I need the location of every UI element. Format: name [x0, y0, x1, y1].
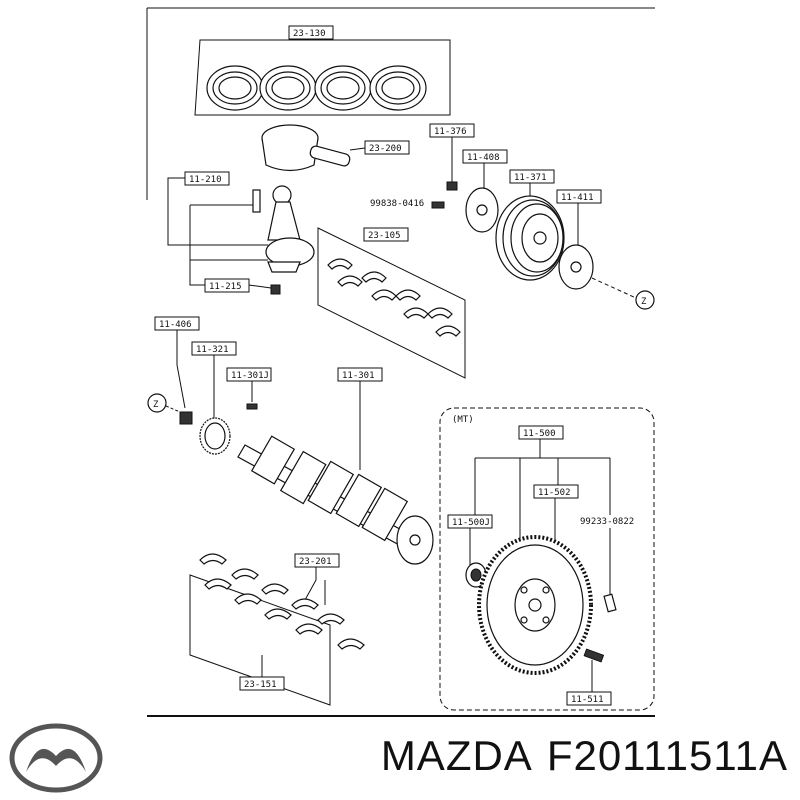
label-box-11-502	[533, 484, 579, 499]
label-box-23-105	[363, 227, 409, 242]
flywheel-bolt	[583, 648, 605, 663]
label-box-11-411	[556, 189, 602, 204]
label-box-11-511	[566, 691, 612, 706]
timing-gear	[199, 417, 231, 455]
crank-pulley	[495, 195, 565, 281]
pilot-bearing	[465, 562, 487, 588]
label-box-11-301j	[226, 367, 272, 382]
dowel-pin	[603, 593, 617, 613]
label-box-11-371	[509, 169, 555, 184]
label-23-200: 23-200	[369, 144, 402, 154]
label-11-376: 11-376	[434, 127, 467, 137]
label-11-411: 11-411	[561, 193, 594, 203]
part-number-caption: MAZDA F20111511A	[381, 732, 788, 780]
gear-bolt	[179, 411, 193, 425]
label-box-11-408	[462, 149, 508, 164]
connecting-rod	[252, 185, 315, 295]
label-11-408: 11-408	[467, 153, 500, 163]
ref-z-right: Z	[641, 297, 647, 307]
label-23-105: 23-105	[368, 231, 401, 241]
label-11-301j: 11-301J	[231, 371, 269, 381]
label-11-321: 11-321	[196, 345, 229, 355]
label-11-210: 11-210	[189, 175, 222, 185]
ref-circle-z-left	[147, 393, 167, 413]
label-11-500j: 11-500J	[452, 518, 490, 528]
ref-circle-z-right	[635, 290, 655, 310]
label-11-215: 11-215	[209, 282, 242, 292]
mazda-logo-icon	[9, 723, 103, 793]
label-11-406: 11-406	[159, 320, 192, 330]
label-11-502: 11-502	[538, 488, 571, 498]
conrod-bearings	[327, 258, 461, 337]
label-99838-0416: 99838-0416	[370, 199, 424, 209]
label-box-23-130	[288, 25, 334, 40]
label-box-23-200	[364, 140, 410, 155]
crankshaft	[237, 435, 434, 565]
label-11-301: 11-301	[342, 371, 375, 381]
label-box-23-201	[294, 553, 340, 568]
flywheel	[477, 535, 593, 675]
label-99233-0822: 99233-0822	[580, 517, 634, 527]
main-bearings-box	[189, 574, 331, 706]
small-bolt	[431, 201, 445, 209]
bearing-box-23-105	[317, 227, 466, 379]
piston-rings	[206, 65, 427, 111]
part-number: F20111511A	[546, 732, 788, 779]
label-11-371: 11-371	[514, 173, 547, 183]
main-bearings	[199, 553, 365, 650]
key-pin	[246, 403, 258, 410]
label-11-511: 11-511	[571, 695, 604, 705]
label-23-201: 23-201	[299, 557, 332, 567]
piston	[261, 124, 351, 172]
pulley-bolt	[446, 181, 458, 191]
label-11-500: 11-500	[523, 429, 556, 439]
brand-name: MAZDA	[380, 732, 533, 779]
label-23-151: 23-151	[244, 680, 277, 690]
mt-box	[439, 407, 655, 711]
label-box-11-500	[518, 425, 564, 440]
ref-z-left: Z	[153, 400, 159, 410]
piston-rings-box	[194, 39, 451, 116]
label-23-130: 23-130	[293, 29, 326, 39]
label-mt: (MT)	[452, 415, 474, 425]
